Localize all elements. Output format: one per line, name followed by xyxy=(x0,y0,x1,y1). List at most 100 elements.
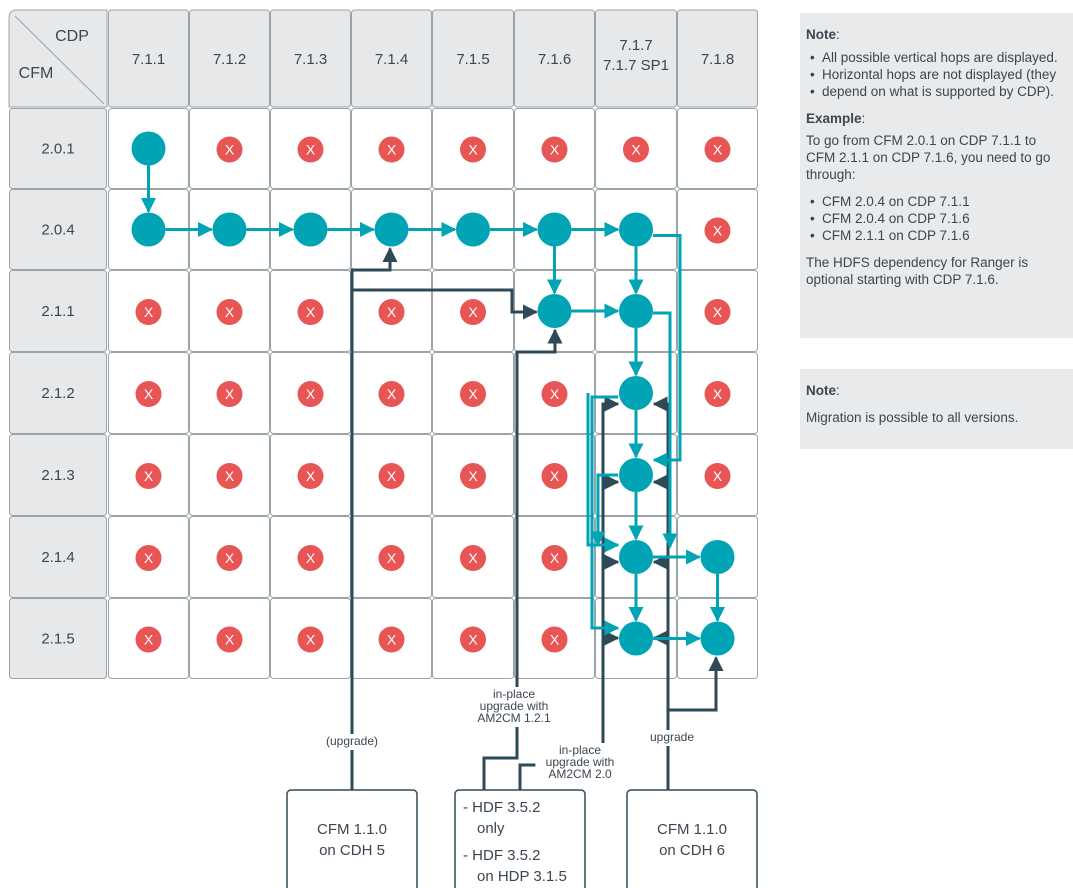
unsupported-mark xyxy=(378,136,405,163)
cdp-column-header xyxy=(189,9,270,108)
unsupported-mark xyxy=(378,463,405,489)
path-label-hdf-a: in-place xyxy=(493,687,535,701)
cfm-version-label: 2.1.3 xyxy=(41,467,74,484)
unsupported-mark xyxy=(135,545,162,571)
unsupported-mark xyxy=(297,626,324,653)
unsupported-x-label: X xyxy=(306,468,316,484)
unsupported-x-label: X xyxy=(550,142,560,158)
hop-loop xyxy=(652,234,682,468)
cdp-version-label: 7.1.6 xyxy=(538,51,571,68)
note-bullets: All possible vertical hops are displayed… xyxy=(806,50,1067,101)
path-label-cdh5-bg xyxy=(320,734,384,750)
source-cdh5-line: on CDH 5 xyxy=(319,842,385,859)
version-node xyxy=(537,294,572,328)
unsupported-mark xyxy=(704,381,731,407)
hop-loop xyxy=(590,395,620,636)
version-node xyxy=(619,212,653,247)
unsupported-x-label: X xyxy=(387,304,397,320)
cdp-version-label: 7.1.7 xyxy=(619,37,652,54)
source-box-cdh5 xyxy=(286,789,418,888)
cfm-version-label: 2.1.2 xyxy=(41,385,74,402)
source-hdf-line: on HDP 3.1.5 xyxy=(477,868,567,885)
corner-divider xyxy=(14,15,105,105)
unsupported-mark xyxy=(378,545,405,571)
cdp-version-label: 7.1.8 xyxy=(701,51,734,68)
version-node xyxy=(456,212,490,247)
note-footer: The HDFS dependency for Ranger is option… xyxy=(806,254,1029,287)
unsupported-mark xyxy=(135,299,162,325)
unsupported-mark xyxy=(541,463,568,489)
example-bullets: CFM 2.0.4 on CDP 7.1.1 CFM 2.0.4 on CDP … xyxy=(806,194,1067,245)
unsupported-mark xyxy=(460,381,486,407)
cfm-version-label: 2.0.4 xyxy=(41,222,74,239)
version-node xyxy=(619,376,653,410)
cdp-column-header xyxy=(351,9,432,108)
source-hdf-line: only xyxy=(477,820,505,837)
unsupported-mark xyxy=(378,626,405,653)
unsupported-x-label: X xyxy=(306,550,316,566)
hop-loop xyxy=(590,473,618,547)
unsupported-x-label: X xyxy=(387,142,397,158)
upgrade-path-cdh6-branch xyxy=(668,656,724,712)
unsupported-mark xyxy=(378,299,405,325)
unsupported-x-label: X xyxy=(306,304,316,320)
cdp-column-header xyxy=(595,9,677,108)
version-node xyxy=(212,212,247,247)
unsupported-mark xyxy=(297,545,324,571)
unsupported-x-label: X xyxy=(306,142,316,158)
unsupported-x-label: X xyxy=(468,386,478,402)
note-panel-migration: Note: Migration is possible to all versi… xyxy=(800,369,1073,449)
unsupported-x-label: X xyxy=(387,386,397,402)
unsupported-x-label: X xyxy=(713,304,723,320)
version-node xyxy=(619,294,653,328)
unsupported-x-label: X xyxy=(713,223,723,239)
path-label-cdh6-bg xyxy=(646,730,698,746)
note-bullet-continued: depend on what is supported by CDP). xyxy=(806,84,1067,101)
cdp-column-header xyxy=(514,9,595,108)
path-label-hdf-b-bg xyxy=(535,743,625,783)
unsupported-mark xyxy=(704,136,731,163)
version-node xyxy=(619,540,653,574)
unsupported-mark xyxy=(135,463,162,489)
note-bullet: All possible vertical hops are displayed… xyxy=(806,50,1067,67)
unsupported-x-label: X xyxy=(468,632,478,648)
unsupported-mark xyxy=(216,381,243,407)
version-node xyxy=(700,540,735,574)
source-hdf-line: - HDF 3.5.2 xyxy=(463,847,541,864)
cdp-version-label: 7.1.7 SP1 xyxy=(603,57,669,74)
unsupported-mark xyxy=(541,626,568,653)
unsupported-mark xyxy=(216,299,243,325)
cfm-version-label: 2.1.5 xyxy=(41,631,74,648)
unsupported-x-label: X xyxy=(550,632,560,648)
unsupported-x-label: X xyxy=(387,468,397,484)
cfm-row-header xyxy=(9,598,107,679)
unsupported-mark xyxy=(297,299,324,325)
unsupported-x-label: X xyxy=(713,468,723,484)
unsupported-x-label: X xyxy=(468,468,478,484)
path-label-hdf-a: AM2CM 1.2.1 xyxy=(477,711,551,725)
unsupported-x-label: X xyxy=(225,142,235,158)
cdp-column-header xyxy=(270,9,351,108)
unsupported-mark xyxy=(704,463,731,489)
unsupported-mark xyxy=(460,299,486,325)
cdp-column-header xyxy=(677,9,758,108)
upgrade-path-cdh5-branch xyxy=(352,288,538,320)
note-heading: Note xyxy=(806,27,836,42)
cfm-row-header xyxy=(9,189,107,270)
example-bullet: CFM 2.1.1 on CDP 7.1.6 xyxy=(806,228,1067,245)
hop-loop xyxy=(586,393,620,553)
unsupported-mark xyxy=(460,545,486,571)
unsupported-mark xyxy=(704,299,731,325)
unsupported-x-label: X xyxy=(306,386,316,402)
unsupported-x-label: X xyxy=(387,550,397,566)
upgrade-path-cdh5 xyxy=(350,247,398,790)
cfm-row-header xyxy=(9,352,107,434)
cdp-version-label: 7.1.3 xyxy=(294,51,327,68)
cfm-axis-label: CFM xyxy=(19,65,54,82)
unsupported-x-label: X xyxy=(225,304,235,320)
cfm-row-header xyxy=(9,516,107,598)
unsupported-x-label: X xyxy=(550,550,560,566)
source-cdh6-line: CFM 1.1.0 xyxy=(657,821,727,838)
